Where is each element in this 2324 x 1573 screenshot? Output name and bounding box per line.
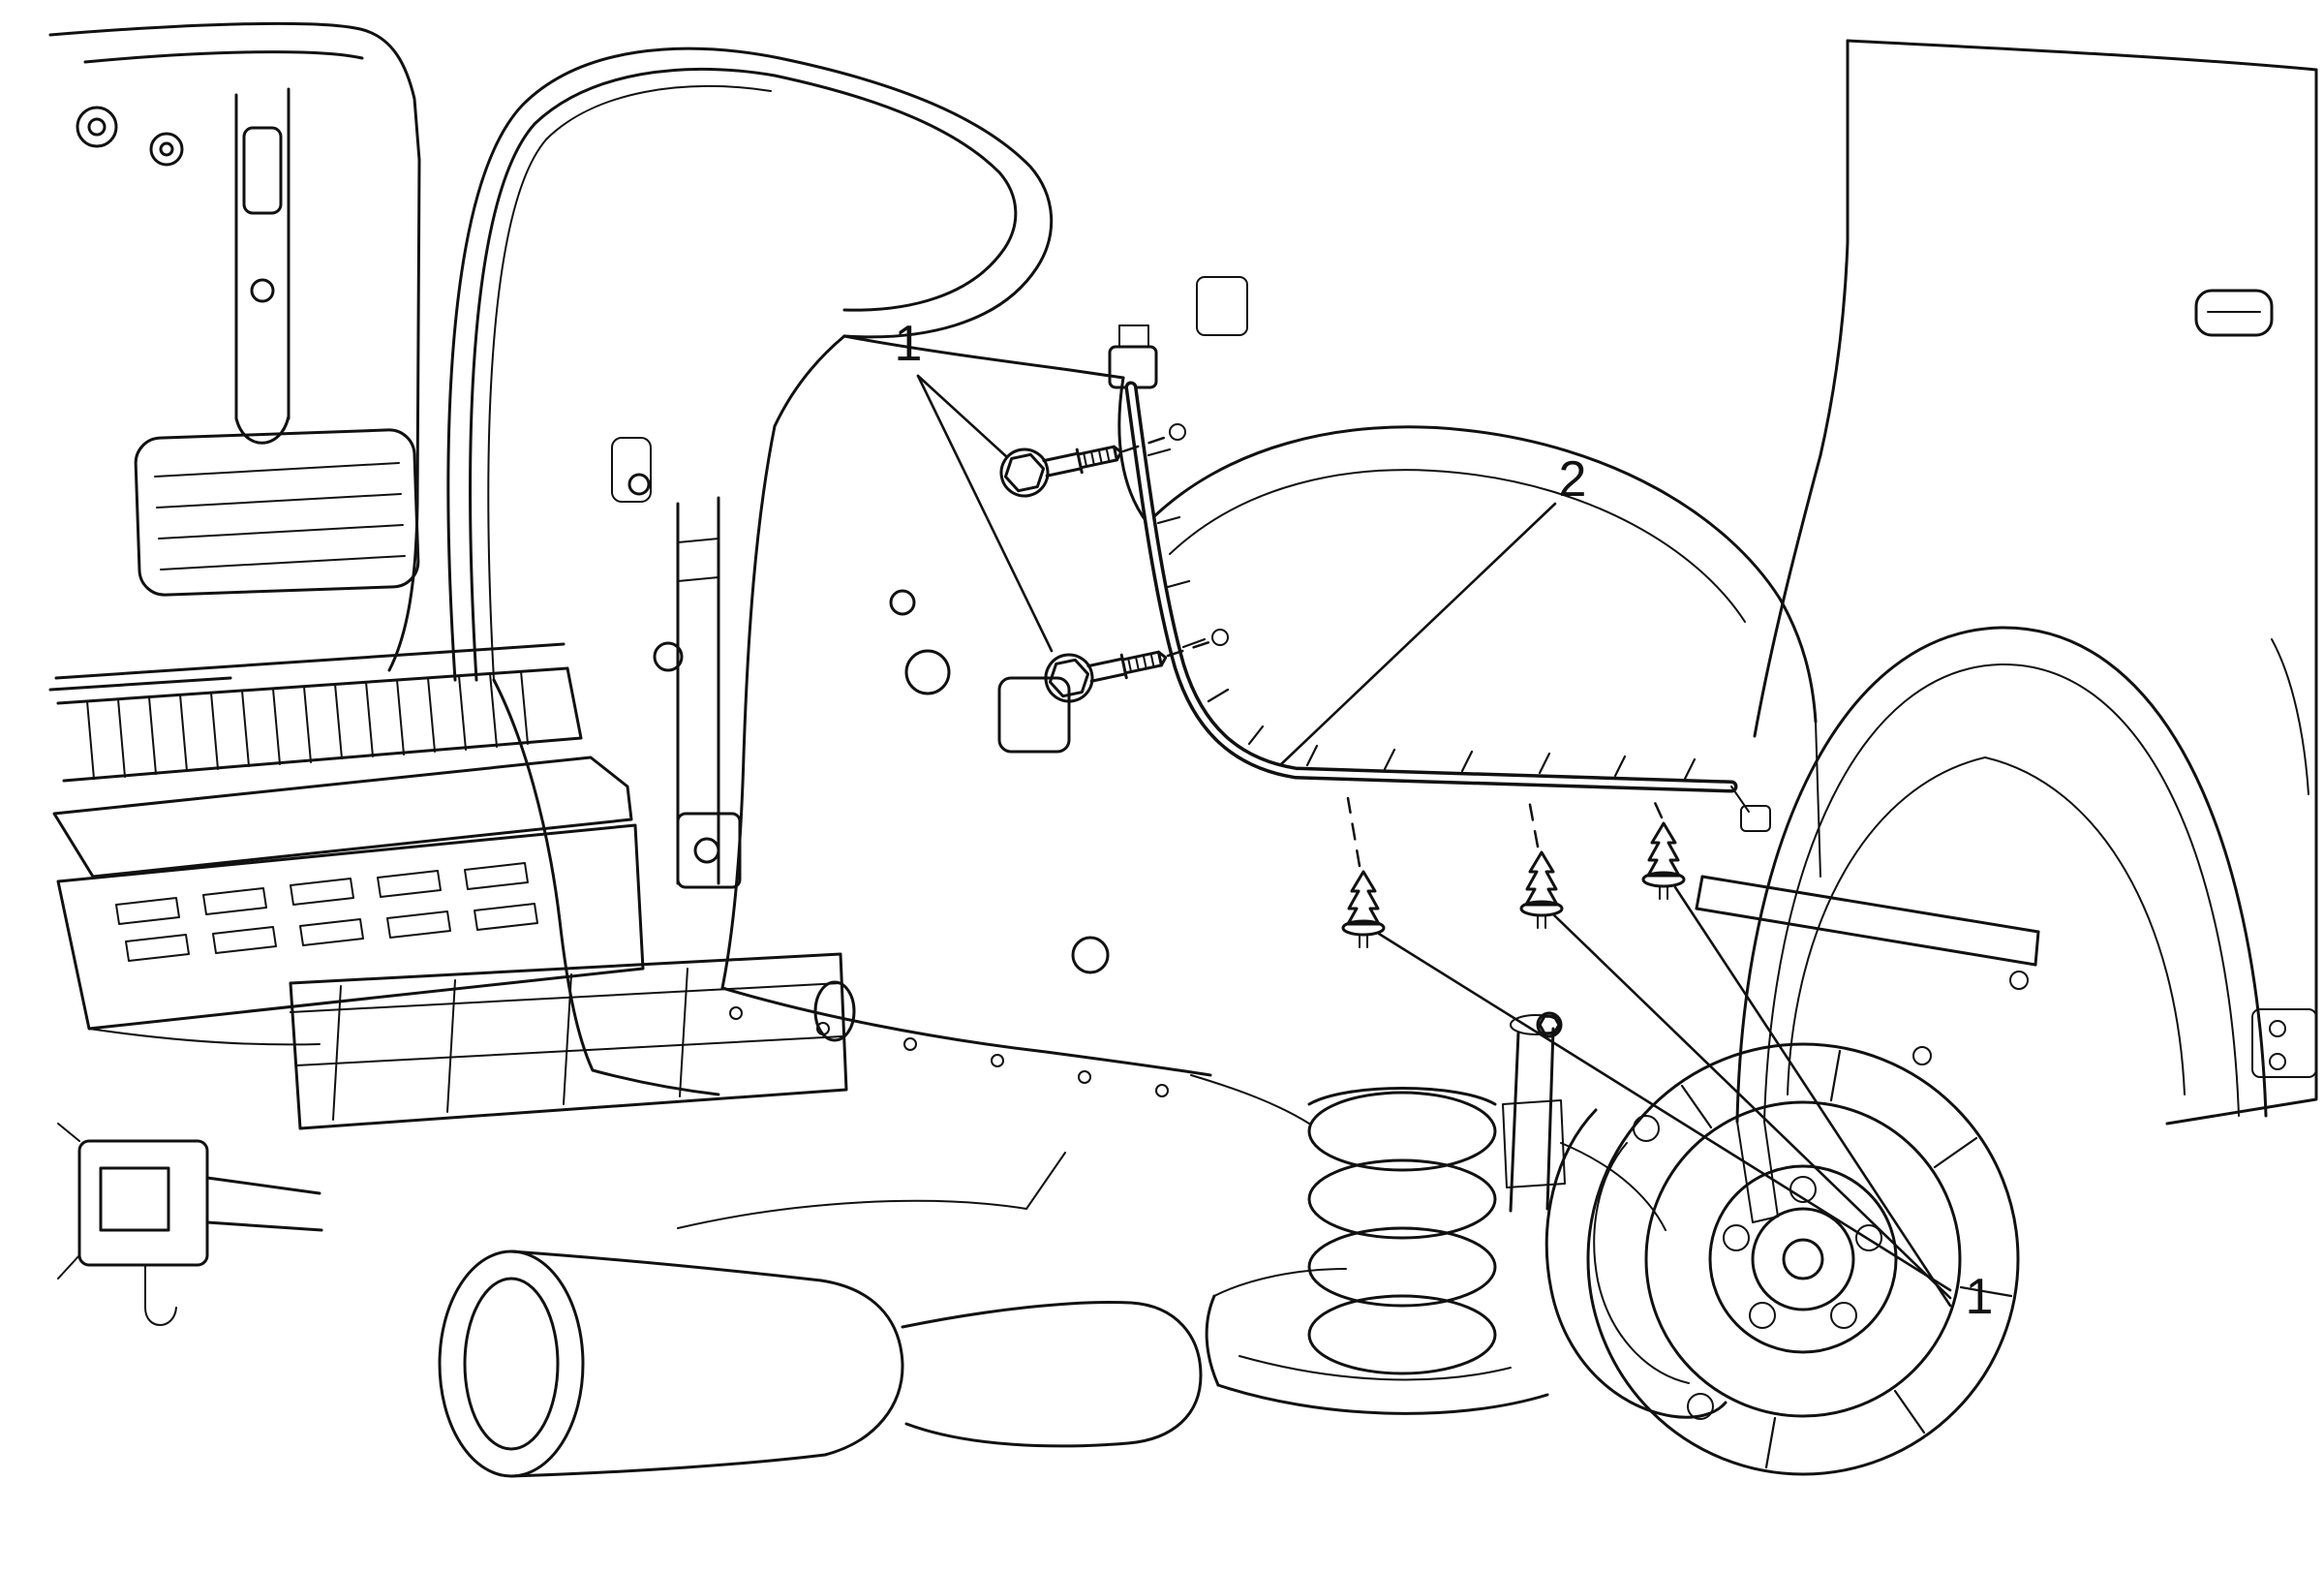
leader-line-1-top-b [916,374,1054,653]
leader-line-1-top-a [916,374,1009,459]
quarter-panel-right [1735,39,2318,1223]
bolt-upper-alignment-line [1121,434,1172,453]
push-pin-1 [1341,870,1386,948]
leader-line-1-right-b [1551,912,1952,1300]
exhaust [438,1152,1203,1478]
harness [1108,324,1771,832]
callout-1-top: 1 [895,316,923,372]
callout-2: 2 [1559,451,1587,508]
bolt-fastener-upper [999,445,1123,498]
callout-1-right: 1 [1966,1269,1994,1325]
brake-assembly [1544,1042,2020,1476]
cargo-floor [54,642,583,783]
inner-quarter-panel [492,334,1310,1125]
leader-line-1-right-a [1377,932,1952,1292]
liftgate-inner-panel [48,21,421,692]
leader-line-2 [1278,502,1557,767]
suspension [1205,1011,1667,1415]
door-opening-seal [446,46,781,682]
vent-grille [134,428,420,597]
callouts: 1 2 1 [895,316,1994,1325]
bolt-fastener-lower [1044,650,1168,703]
wheelhouse [1117,376,1818,724]
push-pin-2-alignment-line [1526,792,1540,848]
push-pin-1-alignment-line [1346,796,1361,868]
push-pin-3 [1641,821,1686,900]
leader-line-1-right-c [1673,885,1952,1308]
push-pin-2 [1519,850,1564,929]
bolt-lower-alignment-line [1166,639,1214,658]
rocker-bar [1695,721,2040,1065]
bolt-upper-hole [1169,423,1186,441]
bolt-lower-hole [1211,629,1229,646]
liftgate-frame-top [773,56,1248,428]
suspension-bolt [1536,1011,1563,1038]
push-pin-3-alignment-line [1650,794,1664,819]
rear-bumper [52,756,848,1130]
hitch-receiver [57,1123,323,1326]
